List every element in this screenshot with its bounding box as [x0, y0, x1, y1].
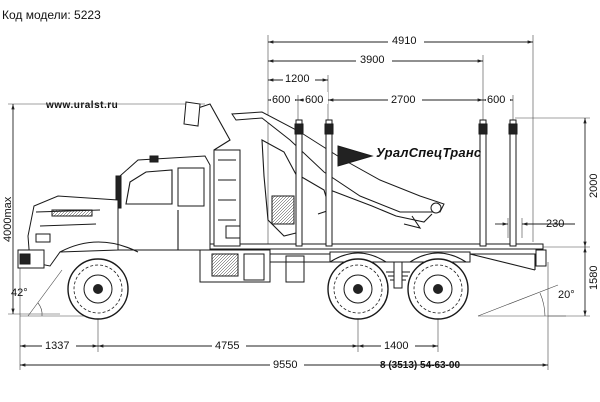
dim-seg-2: 600: [305, 94, 323, 106]
stanchions: [294, 119, 518, 247]
dim-seg-3: 2700: [391, 94, 415, 106]
rear-wheel-2: [407, 258, 469, 320]
phone-label: 8 (3513) 54-63-00: [380, 360, 460, 371]
dim-wheelbase: 4755: [215, 340, 239, 352]
truck: УралСпецТранс: [17, 101, 547, 320]
website-label: www.uralst.ru: [45, 100, 118, 111]
dim-height-max: 4000max: [2, 196, 14, 242]
brand-name: УралСпецТранс: [376, 145, 482, 160]
rear-wheel-1: [327, 258, 389, 320]
departure-angle: 20°: [477, 284, 575, 317]
dim-bunk-span: 3900: [360, 54, 384, 66]
brand-logo-mark: [337, 145, 374, 167]
dim-seg-4: 600: [487, 94, 505, 106]
dim-stanchion-height: 2000: [588, 174, 600, 198]
top-dimensions: 4910 3900 1200 600 600 2700 600: [267, 33, 534, 248]
dim-rear-offset: 230: [546, 218, 564, 230]
approach-angle-label: 42°: [11, 287, 28, 299]
dim-frame-height: 1580: [588, 266, 600, 290]
bottom-dimensions: 1337 4755 1400 9550 8 (3513) 54-63-00: [19, 262, 549, 371]
dim-bogie: 1400: [384, 340, 408, 352]
dim-crane-offset: 1200: [285, 73, 309, 85]
height-dimension: 4000max: [2, 103, 205, 315]
dim-seg-1: 600: [272, 94, 290, 106]
dim-overall-top: 4910: [392, 35, 416, 47]
dim-overall-length: 9550: [273, 359, 297, 371]
dim-front-overhang: 1337: [45, 340, 69, 352]
right-dimensions: 2000 1580 230: [495, 117, 600, 317]
model-code-label: Код модели: 5223: [2, 8, 101, 22]
approach-angle: 42°: [11, 269, 95, 317]
front-wheel: [67, 258, 129, 320]
departure-angle-label: 20°: [558, 289, 575, 301]
